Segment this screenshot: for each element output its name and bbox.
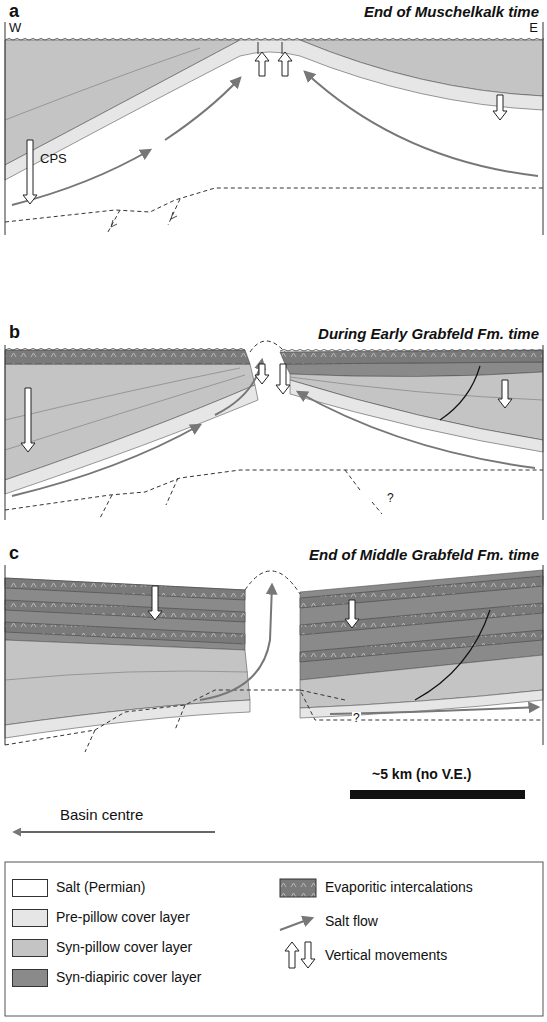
- uncertainty-mark: ?: [352, 712, 361, 726]
- orientation-label: W: [9, 21, 21, 36]
- panel-title: End of Middle Grabfeld Fm. time: [309, 546, 539, 563]
- salt-flow-sample: [280, 918, 312, 930]
- panel-b: [5, 341, 543, 520]
- panel-title: During Early Grabfeld Fm. time: [318, 325, 539, 342]
- vertical-arrow: [345, 600, 359, 628]
- vertical-arrow: [255, 52, 269, 76]
- vertical-arrow: [301, 942, 315, 968]
- vertical-arrow: [276, 364, 290, 394]
- scale-label: ~5 km (no V.E.): [372, 766, 471, 782]
- uncertainty-mark: ?: [386, 492, 395, 506]
- legend-label: Salt (Permian): [56, 879, 145, 895]
- panel-c: [5, 565, 543, 752]
- wavy-line: [5, 349, 245, 351]
- vertical-arrow: [498, 380, 512, 408]
- panel-letter: c: [9, 543, 19, 564]
- scale-bar: [350, 790, 525, 799]
- wavy-line: [280, 350, 543, 352]
- legend-swatch: [12, 969, 48, 987]
- vertical-arrow: [493, 95, 507, 120]
- vertical-arrow: [148, 586, 162, 620]
- legend-swatch: [12, 879, 48, 897]
- vertical-arrow: [21, 388, 35, 452]
- legend-label: Evaporitic intercalations: [325, 879, 473, 895]
- legend-box: [5, 862, 543, 1016]
- orientation-label: E: [529, 21, 538, 36]
- vertical-arrow: [285, 942, 299, 968]
- panel-a: [5, 22, 543, 235]
- evaporite-sample: [280, 879, 316, 897]
- legend-swatch: [12, 909, 48, 927]
- vertical-arrow: [255, 364, 269, 384]
- legend-label: Syn-pillow cover layer: [56, 939, 192, 955]
- legend-label: Vertical movements: [325, 947, 447, 963]
- panel-letter: a: [9, 1, 19, 22]
- vertical-arrow: [278, 52, 292, 76]
- vertical-arrow: [23, 140, 37, 204]
- legend-label: Pre-pillow cover layer: [56, 909, 190, 925]
- vertical-arrows: [21, 52, 512, 968]
- legend-swatch: [12, 939, 48, 957]
- unconformity: [5, 39, 544, 352]
- legend-label: Salt flow: [325, 913, 378, 929]
- basin-arrow: [14, 831, 215, 833]
- panel-letter: b: [9, 322, 20, 343]
- callout-label: CPS: [40, 152, 67, 167]
- legend-label: Syn-diapiric cover layer: [56, 969, 202, 985]
- direction-label: Basin centre: [60, 806, 143, 823]
- panel-title: End of Muschelkalk time: [364, 3, 539, 20]
- wavy-line: [5, 39, 544, 41]
